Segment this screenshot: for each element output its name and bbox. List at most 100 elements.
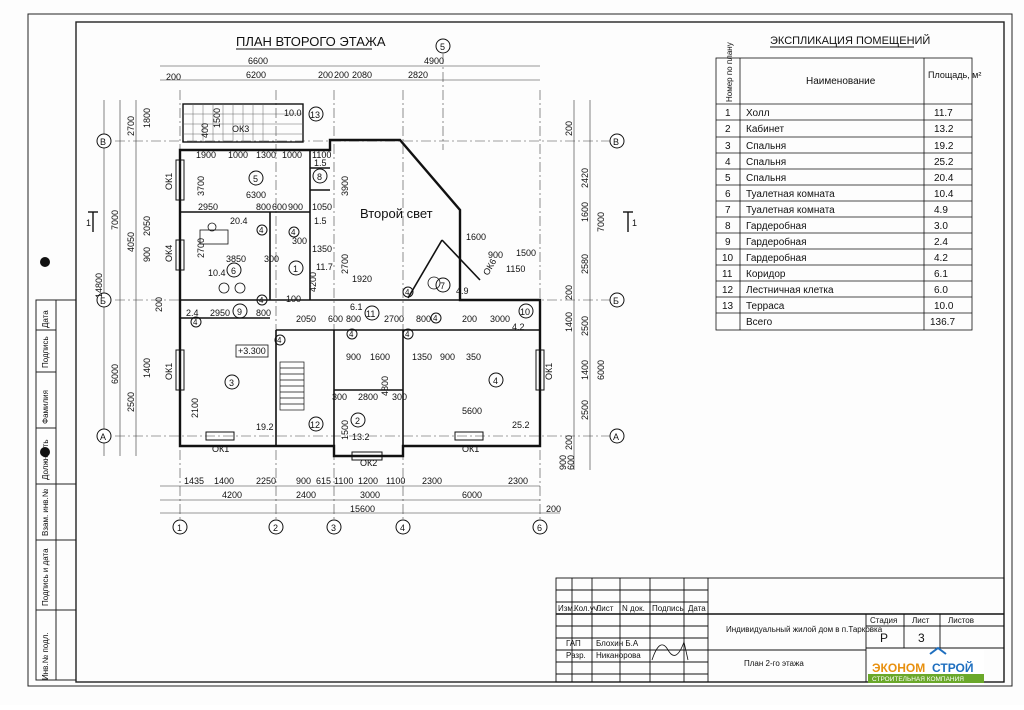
area-label: 4.9	[456, 286, 469, 296]
dim-in-2950b: 2950	[210, 308, 230, 318]
area-label: 10.4	[208, 268, 226, 278]
area-label: 20.4	[230, 216, 248, 226]
stamp-position-label: Должность	[41, 440, 50, 481]
dim-left-900: 900	[142, 247, 152, 262]
col-area-header: Площадь, м²	[928, 70, 981, 80]
area-label: 4.2	[512, 322, 525, 332]
window-label: ОК6	[481, 257, 498, 277]
dim-left-2700: 2700	[126, 116, 136, 136]
dim-bot-3000: 3000	[360, 490, 380, 500]
area-label: 10.0	[284, 108, 302, 118]
axis-number-markers: 1 2 3 4 5 6	[172, 38, 548, 535]
row-name: Гардеробная	[746, 252, 807, 264]
dim-in-800b: 800	[256, 308, 271, 318]
row-name: Лестничная клетка	[746, 285, 834, 296]
row-name: Гардеробная	[746, 220, 807, 232]
row-area: 20.4	[934, 173, 954, 184]
dim-in-100: 100	[286, 294, 301, 304]
dim-bot-8: 1100	[386, 476, 405, 486]
stamp-inv-label: Инв.№ подл.	[41, 632, 50, 680]
axis-v-left: В	[100, 137, 106, 147]
dim-in-2100: 2100	[190, 398, 200, 418]
company-logo: ЭКОНОМ СТРОЙ СТРОИТЕЛЬНАЯ КОМПАНИЯ	[868, 646, 984, 684]
dim-bot-1: 1435	[184, 476, 204, 486]
area-label: 1.5	[314, 158, 327, 168]
dim-in-1600b: 1600	[370, 352, 390, 362]
logo-word-2: СТРОЙ	[932, 660, 974, 675]
dim-in-800: 800	[256, 202, 271, 212]
dim-in-1350: 1350	[312, 244, 332, 254]
axis-a-left: А	[100, 432, 106, 442]
axis-4: 4	[400, 523, 405, 533]
row-num: 6	[725, 189, 731, 200]
row-num: 9	[725, 237, 731, 248]
row-area: 13.2	[934, 124, 954, 135]
explication-rows: 1 Холл 11.7 2 Кабинет 13.2 3 Спальня 19.…	[722, 108, 955, 328]
dim-in-1000: 1000	[228, 150, 248, 160]
dim-in-200: 200	[462, 314, 477, 324]
dim-in-400: 400	[200, 123, 210, 138]
tb-sheet: 3	[918, 631, 925, 645]
dim-in-1600: 1600	[466, 232, 486, 242]
row-name: Туалетная комната	[746, 205, 835, 216]
tb-sheet-label: Лист	[912, 616, 930, 625]
dim-bot-4200: 4200	[222, 490, 242, 500]
dim-bot-4: 900	[296, 476, 311, 486]
window-label: ОК1	[544, 363, 554, 380]
row-area: 4.2	[934, 253, 948, 264]
dim-right-1400: 1400	[564, 312, 574, 332]
row-num: 3	[725, 141, 731, 152]
axis-4-circle	[395, 519, 411, 535]
tb-name-blokhin: Блохин Б.А	[596, 639, 639, 648]
second-light-label: Второй свет	[360, 206, 433, 221]
area-label: 19.2	[256, 422, 274, 432]
dim-in-900: 900	[288, 202, 303, 212]
room-number: 13	[310, 110, 320, 120]
dim-in-2700c: 2700	[384, 314, 404, 324]
tb-project: Индивидуальный жилой дом в п.Тарковка	[726, 625, 883, 634]
axis-3: 3	[331, 523, 336, 533]
dim-bot-7: 1200	[358, 476, 378, 486]
room-markers: 1 2 3 4 5 6 7 8 9 10 11 12 13	[224, 106, 534, 432]
dim-in-300: 300	[264, 254, 279, 264]
dim-top-4900: 4900	[424, 56, 444, 66]
axis-5-circle	[435, 38, 451, 54]
axis-6-circle	[532, 519, 548, 535]
room-number: 5	[253, 174, 258, 184]
dim-left-14800: 14800	[94, 273, 104, 298]
dim-in-1500b: 1500	[340, 420, 350, 440]
axis-5: 5	[440, 42, 445, 52]
dim-in-2700: 2700	[196, 238, 206, 258]
room-number: 10	[520, 307, 530, 317]
dim-top-2080: 2080	[352, 70, 372, 80]
window-label: ОК1	[164, 173, 174, 190]
dim-in-2950: 2950	[198, 202, 218, 212]
row-name: Спальня	[746, 157, 786, 168]
section-mark-right: 1	[632, 218, 637, 228]
dim-in-1500: 1500	[516, 248, 536, 258]
dim-in-1350b: 1350	[412, 352, 432, 362]
stamp-signature-label: Подпись	[41, 336, 50, 368]
dim-in-300c: 300	[332, 392, 347, 402]
row-area: 3.0	[934, 221, 948, 232]
dim-right-1400b: 1400	[580, 360, 590, 380]
dim-in-900d: 900	[440, 352, 455, 362]
row-name: Спальня	[746, 173, 786, 184]
dim-bot-10: 2300	[508, 476, 528, 486]
row-num: 2	[725, 124, 731, 135]
col-name-header: Наименование	[806, 76, 876, 87]
dim-right-200b: 200	[564, 285, 574, 300]
window-label: ОК3	[232, 124, 249, 134]
dim-in-800d: 800	[416, 314, 431, 324]
window-label: ОК4	[164, 245, 174, 262]
dim-right-1600: 1600	[580, 202, 590, 222]
dim-in-3850: 3850	[226, 254, 246, 264]
sheet-border	[27, 13, 1013, 687]
dim-in-350: 350	[466, 352, 481, 362]
row-num: 1	[725, 108, 731, 119]
dim-bot-3: 2250	[256, 476, 276, 486]
dim-in-600: 600	[272, 202, 287, 212]
room-number: 8	[317, 172, 322, 182]
stamp-surname-label: Фамилия	[41, 390, 50, 424]
row-num: 10	[722, 253, 734, 264]
